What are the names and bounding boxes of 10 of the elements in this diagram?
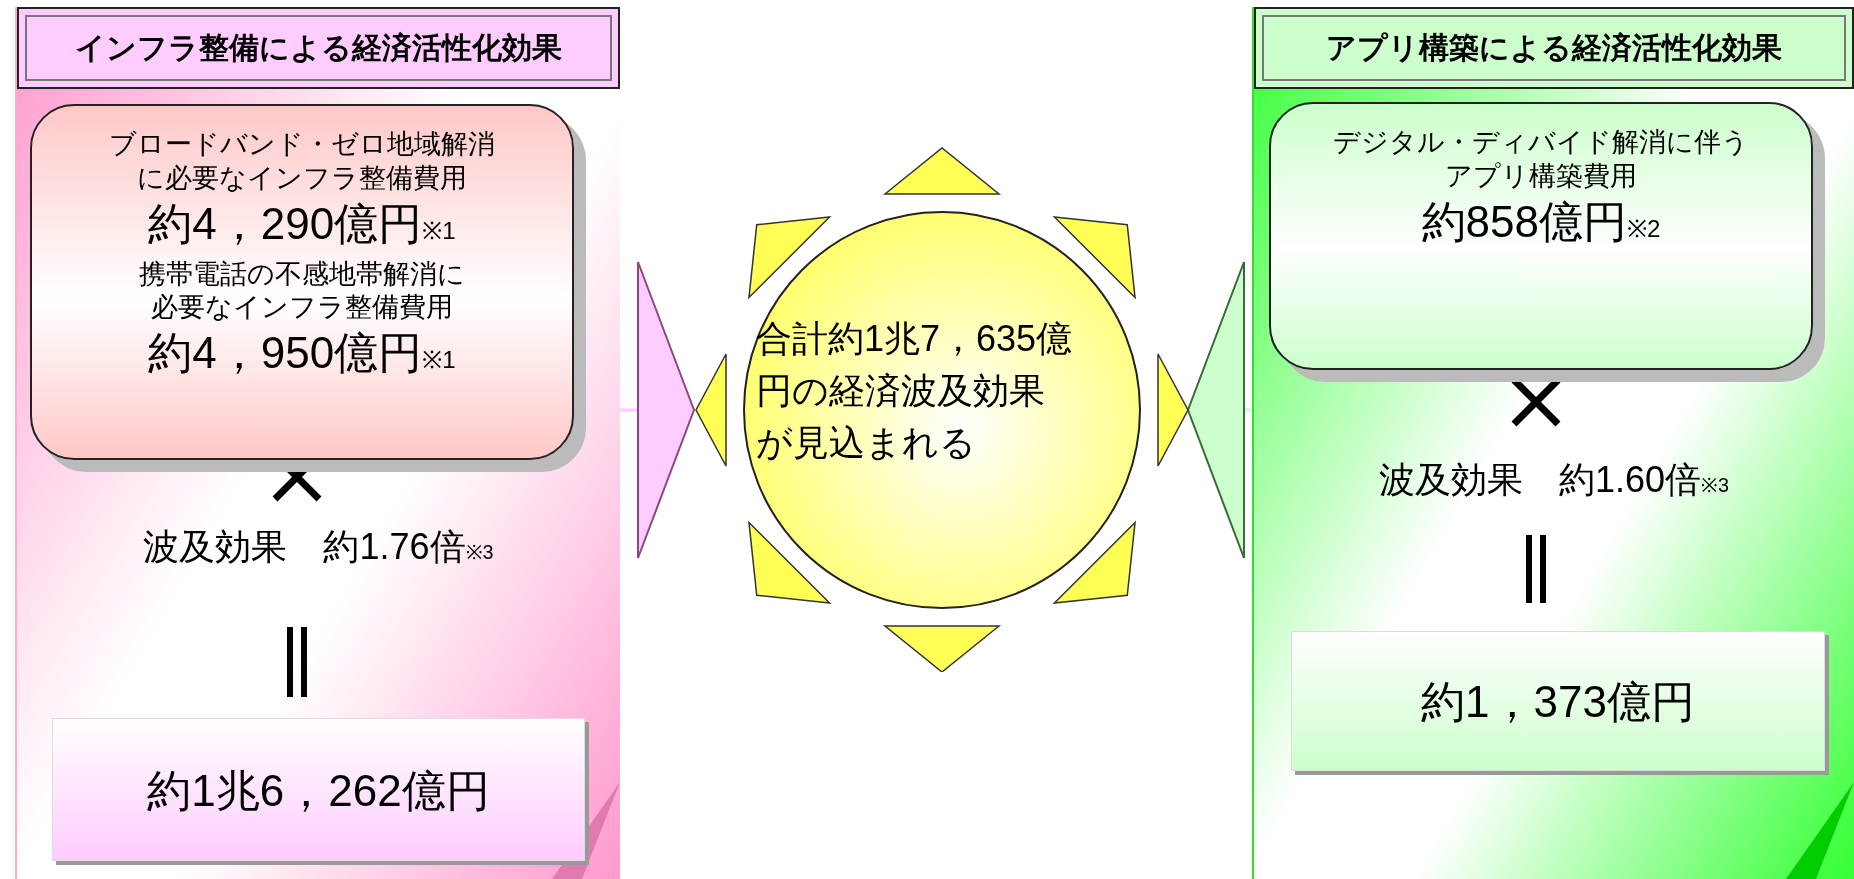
panel	[15, 7, 620, 879]
heading-band: インフラ整備による経済活性化効果	[17, 7, 620, 89]
panel	[1252, 7, 1854, 879]
arrow	[620, 261, 695, 559]
cost-label: ブロードバンド・ゼロ地域解消に必要なインフラ整備費用	[108, 128, 496, 195]
sun-text: 合計約1兆7，635億円の経済波及効果が見込まれる	[756, 317, 1074, 465]
arrow	[1187, 261, 1252, 559]
cost-label: 携帯電話の不感地帯解消に必要なインフラ整備費用	[138, 257, 466, 325]
heading-band: アプリ構築による経済活性化効果	[1254, 7, 1854, 89]
cost-label: デジタル・ディバイド解消に伴うアプリ構築費用	[1332, 126, 1750, 193]
